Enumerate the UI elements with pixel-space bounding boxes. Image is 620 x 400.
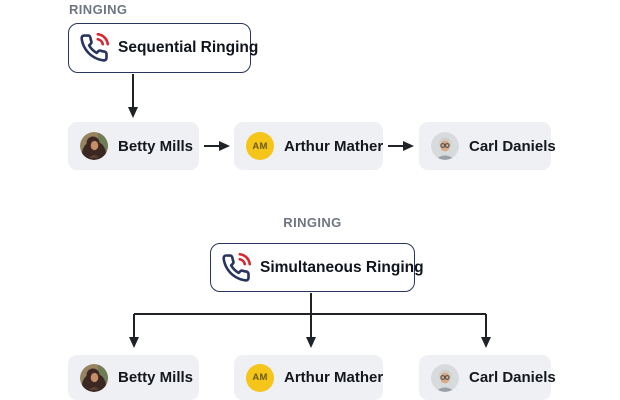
carl-daniels-avatar [431,363,459,392]
member-name: Carl Daniels [469,369,556,386]
sequential-node-label: Sequential Ringing [118,39,259,56]
betty-mills-avatar [80,363,108,392]
member-chip-arthur-mather: AM Arthur Mather [234,355,383,400]
simultaneous-node-label: Simultaneous Ringing [260,258,424,276]
member-chip-arthur-mather: AM Arthur Mather [234,122,383,170]
member-chip-carl-daniels: Carl Daniels [419,355,556,400]
phone-ringing-icon [222,252,251,282]
member-name: Arthur Mather [284,137,384,155]
member-chip-carl-daniels: Carl Daniels [419,122,556,170]
member-name: Betty Mills [118,137,194,155]
sequential-status-label: RINGING [69,2,128,17]
arthur-mather-avatar: AM [246,363,274,392]
member-chip-betty-mills: Betty Mills [68,355,199,400]
simultaneous-status-label: RINGING [283,215,342,230]
betty-mills-avatar [80,132,108,160]
arthur-mather-avatar: AM [246,132,274,160]
member-name: Arthur Mather [284,369,384,386]
sequential-ringing-node: Sequential Ringing [68,23,258,73]
member-name: Betty Mills [118,369,194,386]
member-name: Carl Daniels [469,137,556,155]
simultaneous-ringing-node: Simultaneous Ringing [210,243,424,292]
carl-daniels-avatar [431,132,459,160]
member-chip-betty-mills: Betty Mills [68,122,199,170]
phone-ringing-icon [80,33,109,62]
